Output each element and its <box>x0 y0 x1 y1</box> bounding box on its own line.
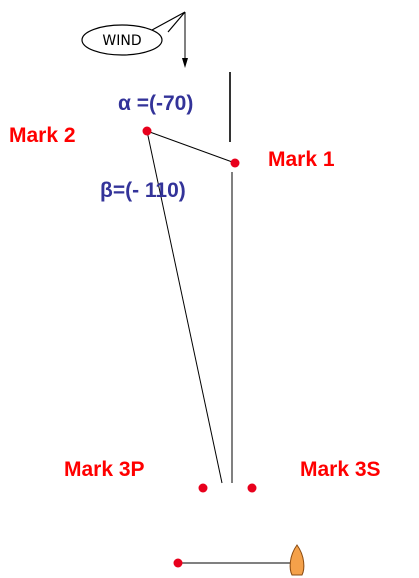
alpha-angle-label: α =(-70) <box>118 92 193 115</box>
mark-2-label: Mark 2 <box>9 124 76 147</box>
wind-arrow <box>182 12 188 68</box>
mark-1-dot <box>230 158 240 168</box>
wind-label: WIND <box>102 33 141 49</box>
leg-mark2-to-mark1 <box>146 130 236 164</box>
mark-2-dot <box>142 126 152 136</box>
beta-angle-label: β=(- 110) <box>100 179 186 202</box>
start-pin-dot <box>173 558 183 568</box>
mark-3p-label: Mark 3P <box>64 458 145 481</box>
wind-bubble-tail <box>151 11 186 33</box>
wind-bubble <box>81 24 163 56</box>
committee-boat-icon <box>289 544 305 576</box>
mark-3s-label: Mark 3S <box>300 458 381 481</box>
mark-3s-dot <box>247 483 257 493</box>
leg-mark2-to-mark3p <box>146 130 223 484</box>
mark-1-label: Mark 1 <box>268 148 335 171</box>
wind-callout: WIND <box>81 11 186 56</box>
mark-3p-dot <box>198 483 208 493</box>
